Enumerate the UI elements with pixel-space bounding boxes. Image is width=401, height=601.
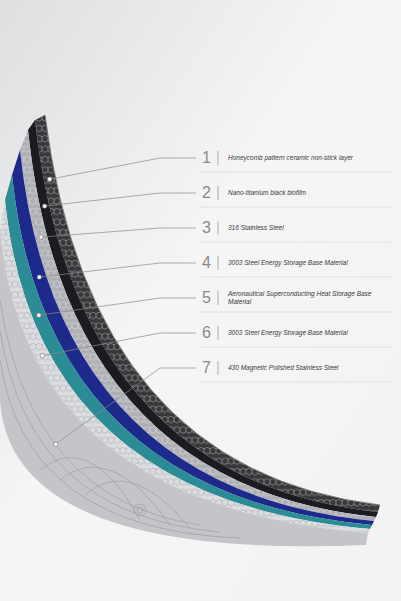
row-separators	[200, 172, 392, 382]
leader-dot	[37, 275, 41, 279]
leader-dot	[39, 235, 43, 239]
leader-lines	[37, 158, 196, 446]
callout-number: 4	[202, 254, 211, 272]
leader-dot	[48, 177, 52, 181]
leader-line	[45, 193, 196, 206]
leader-line	[50, 158, 196, 179]
callout-number: 1	[202, 149, 211, 167]
callout-number: 6	[202, 324, 211, 342]
leader-line	[42, 333, 196, 356]
leader-dot	[40, 353, 44, 357]
leader-dot	[53, 442, 57, 446]
layer-name: 316 Stainless Steel	[228, 224, 388, 232]
leader-dot	[42, 204, 46, 208]
callout-number: 7	[202, 359, 211, 377]
leader-dot	[37, 313, 41, 317]
callout-number: 2	[202, 184, 211, 202]
leader-line	[56, 368, 196, 444]
layer-name: 3003 Steel Energy Storage Base Material	[228, 259, 388, 267]
layer-name: 430 Magnetic Polished Stainless Steel	[228, 364, 388, 372]
layer-name: Nano-titanium black biofilm	[228, 189, 388, 197]
number-dividers	[218, 151, 219, 375]
leader-line	[41, 228, 196, 237]
layer-name: 3003 Steel Energy Storage Base Material	[228, 329, 388, 337]
leader-line	[39, 298, 196, 315]
base-layer	[0, 230, 368, 546]
layer-name: Aeronautical Superconducting Heat Storag…	[228, 290, 388, 306]
layer-name: Honeycomb pattern ceramic non-stick laye…	[228, 154, 388, 162]
leader-line	[39, 263, 196, 277]
callout-number: 3	[202, 219, 211, 237]
callout-number: 5	[202, 289, 211, 307]
base-swirl	[0, 300, 240, 538]
top-edge	[45, 115, 380, 505]
